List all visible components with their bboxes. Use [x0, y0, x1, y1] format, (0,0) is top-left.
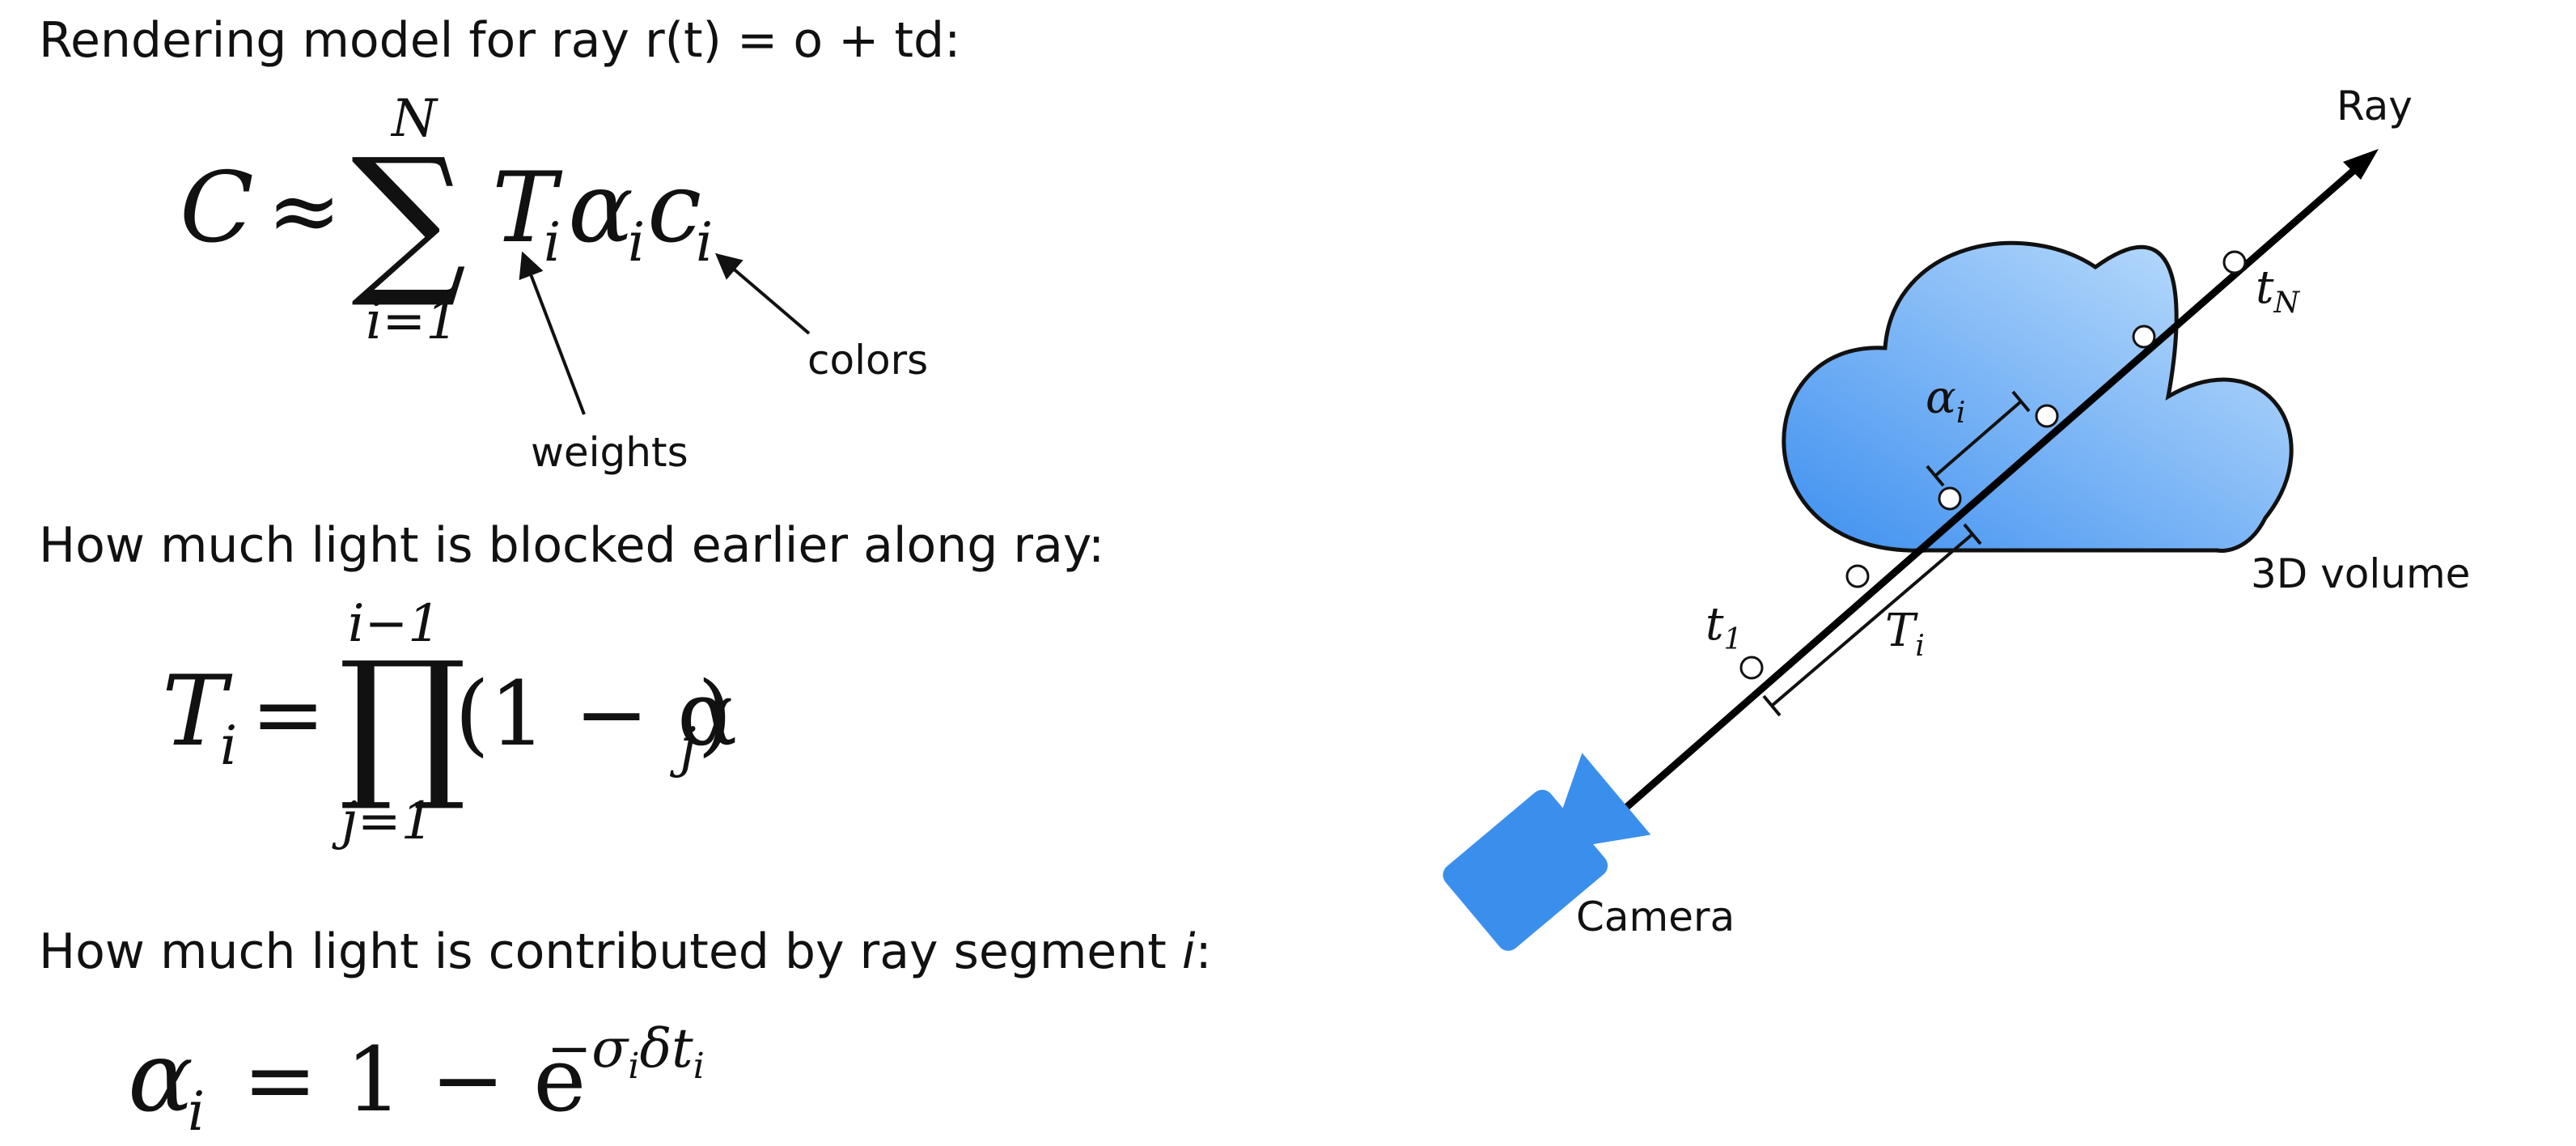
eq-alpha-alpha-sub: i [188, 1080, 205, 1143]
label-alpha-i-base: α [1926, 371, 1956, 424]
eq-alpha-rhs: = 1 − e [243, 1028, 586, 1131]
label-tN: tN [2256, 261, 2301, 320]
label-T-i: Ti [1885, 605, 1925, 663]
sample-point [2222, 250, 2247, 274]
eq-alpha-exp-sub2: i [693, 1046, 705, 1087]
label-tN-base: t [2256, 261, 2274, 314]
equation-color: C ≈ N ∑ i=1 T i α i c i [180, 89, 713, 351]
eq-color-T: T [492, 152, 563, 265]
eq-color-alpha-sub: i [628, 211, 645, 274]
heading-rendering-model: Rendering model for ray r(t) = o + td: [39, 12, 960, 69]
sample-points [1739, 250, 2247, 680]
sample-point [1739, 656, 1764, 680]
label-t1-base: t [1705, 598, 1724, 651]
label-t1-sub: 1 [1724, 623, 1743, 656]
eq-color-T-sub: i [544, 211, 561, 274]
eq-color-lower-limit: i=1 [366, 291, 459, 351]
ray-arrowhead-icon [2343, 149, 2379, 180]
heading-transmittance: How much light is blocked earlier along … [39, 517, 1104, 574]
label-T-i-base: T [1885, 605, 1918, 657]
eq-alpha-exp-sub1: i [628, 1046, 639, 1087]
sample-point [1938, 486, 1962, 511]
eq-trans-body: (1 − α [455, 662, 737, 766]
T-bracket [1762, 523, 1982, 717]
eq-color-c: c [647, 152, 701, 265]
label-tN-sub: N [2273, 286, 2301, 320]
heading-contribution-prefix: How much light is contributed by ray seg… [39, 923, 1182, 980]
prod-symbol: ∏ [338, 627, 467, 816]
weights-arrow [519, 251, 586, 415]
eq-color-upper-limit: N [390, 89, 439, 149]
eq-trans-upper-limit: i−1 [348, 594, 441, 654]
eq-trans-T-sub: i [220, 715, 237, 777]
eq-trans-equals: = [251, 662, 325, 766]
eq-color-approx: ≈ [267, 159, 341, 262]
sample-point [2132, 325, 2156, 349]
heading-contribution-suffix: : [1195, 923, 1211, 980]
eq-alpha-alpha: α [128, 1021, 193, 1134]
label-T-i-sub: i [1915, 630, 1925, 663]
label-camera: Camera [1576, 893, 1735, 940]
annotation-colors: colors [807, 337, 928, 384]
camera-icon [1443, 753, 1651, 951]
sample-point [1845, 564, 1870, 588]
sum-symbol: ∑ [351, 124, 467, 312]
label-ray: Ray [2337, 83, 2413, 129]
cloud-volume [1782, 240, 2294, 553]
label-3d-volume: 3D volume [2251, 550, 2470, 597]
equation-alpha: α i = 1 − e −σiδti [128, 1017, 705, 1143]
eq-alpha-exp-mid: δt [639, 1017, 693, 1080]
sample-point [2035, 404, 2059, 428]
label-t1: t1 [1705, 598, 1742, 656]
heading-contribution: How much light is contributed by ray seg… [39, 923, 1212, 980]
alpha-bracket [1926, 390, 2031, 487]
annotation-weights: weights [531, 429, 688, 476]
eq-color-alpha: α [568, 152, 633, 265]
colors-arrow [714, 253, 811, 335]
equation-transmittance: T i = i−1 ∏ j=1 (1 − α j ) [162, 594, 737, 851]
eq-trans-lower-limit: j=1 [332, 792, 434, 851]
eq-color-c-sub: i [696, 211, 713, 274]
eq-trans-T: T [162, 656, 233, 768]
eq-alpha-exponent: −σiδti [547, 1017, 705, 1087]
heading-contribution-var: i [1182, 923, 1196, 980]
eq-trans-body-close: ) [697, 662, 732, 766]
eq-alpha-exp-sigma: −σ [547, 1017, 629, 1080]
eq-color-lhs: C [180, 152, 254, 265]
label-alpha-i: αi [1926, 371, 1965, 430]
label-alpha-i-sub: i [1956, 397, 1966, 430]
